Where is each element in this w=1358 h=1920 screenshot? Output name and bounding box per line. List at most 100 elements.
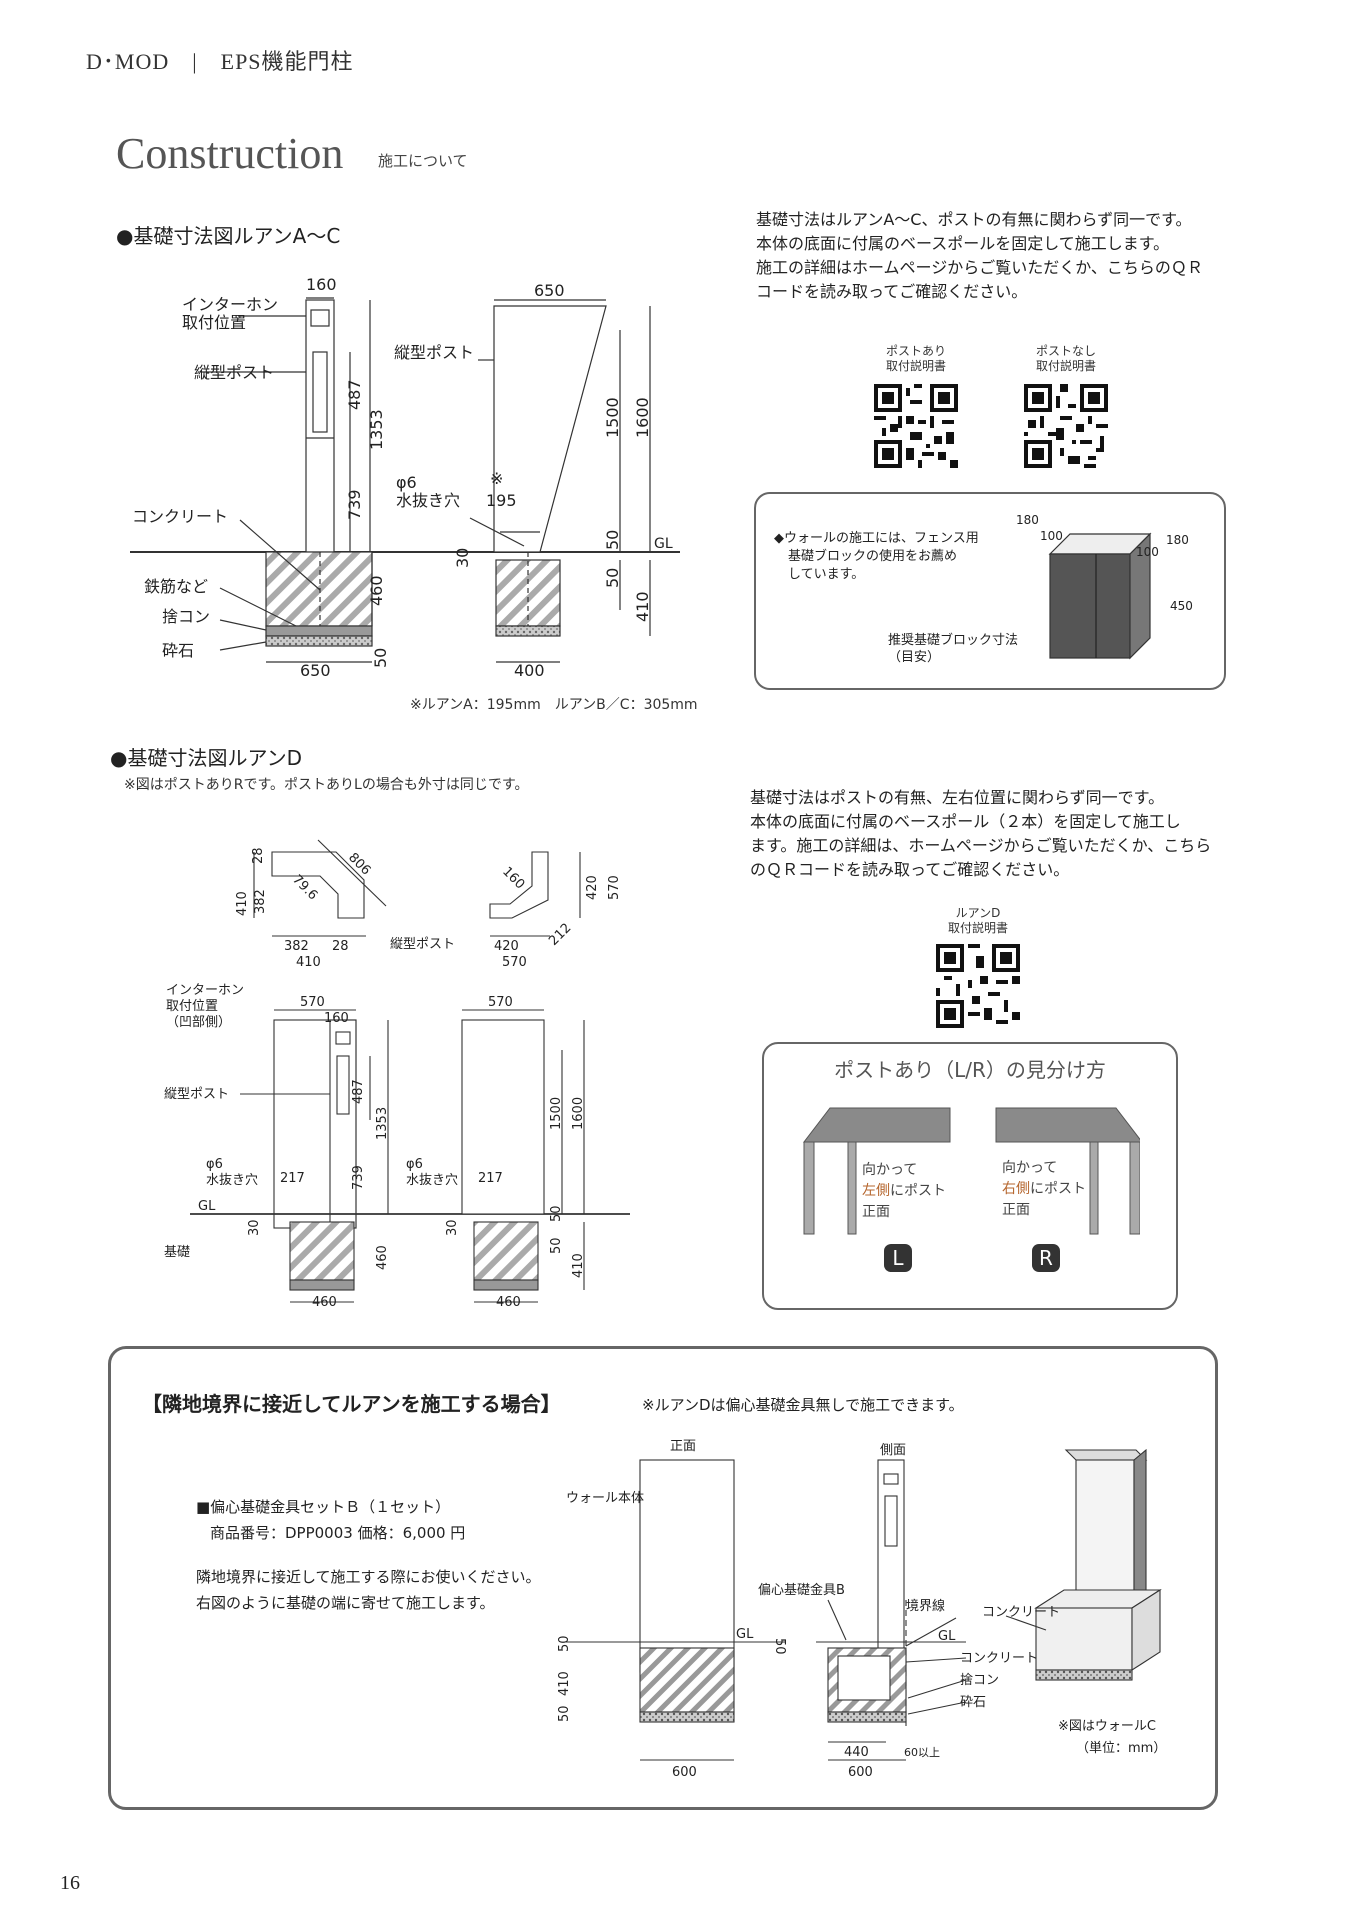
lr-diagrams [802,1107,1140,1235]
label-bracket: 偏心基礎金具B [758,1582,845,1598]
label-hole-b: 水抜き穴 [406,1172,458,1188]
dim-160: 160 [306,275,337,294]
qr-code-luand[interactable] [936,944,1020,1028]
qr-caption-line: ルアンD [955,906,1001,920]
lr-text-line: 正面 [1002,1202,1030,1218]
qr-caption-nopost: ポストなし 取付説明書 [1016,344,1116,374]
label-post: 縦型ポスト [164,1087,229,1102]
label-gravel: 砕石 [960,1695,986,1710]
dim-50c: 50 [772,1638,787,1655]
dim-570a: 570 [607,875,622,900]
page-subtitle: 施工について [378,152,468,170]
dim-212: 212 [546,921,574,949]
dim-460a: 460 [375,1245,390,1270]
lr-right-text: 向かって 右側にポスト 正面 [1002,1158,1086,1221]
note-line: しています。 [788,567,865,582]
dim-217b: 217 [478,1171,503,1186]
dim-1353: 1353 [375,1107,390,1140]
dim-180b: 180 [1166,533,1189,547]
label-boundary: 境界線 [906,1598,945,1614]
dim-570c: 570 [300,995,325,1010]
label-gl: GL [654,536,673,552]
dim-50a: 50 [549,1205,564,1222]
dim-600a: 600 [672,1765,697,1780]
dim-410: 410 [557,1671,572,1696]
dim-60: 60以上 [904,1746,940,1759]
label-hole-phi-b: φ6 [406,1157,423,1172]
dim-382b: 382 [284,939,309,954]
badge-l: L [884,1244,912,1272]
dim-739: 739 [345,489,364,520]
lr-right-side: 右側 [1002,1181,1030,1197]
lr-box [762,1042,1178,1310]
header-brand: D･MOD | EPS機能門柱 [86,49,354,74]
wall-block-box [754,492,1226,690]
label-front: 正面 [670,1439,696,1454]
section2-diagram: 806 28 410 382 79.6 382 28 410 160 420 5… [164,839,630,1310]
dim-382a: 382 [253,889,268,914]
label-mark: ※ [490,469,503,488]
desc-line: ます。施工の詳細は、ホームページからご覧いただくか、こちら [750,836,1212,855]
desc-line: 本体の底面に付属のベースポール（２本）を固定して施工し [750,812,1181,831]
label-intercom: インターホン [182,295,278,314]
dim-410: 410 [633,591,652,622]
lr-left-side: 左側 [862,1183,890,1199]
label-intercom-pos: 取付位置 [166,999,218,1014]
wall-block-caption: 推奨基礎ブロック寸法 （目安） [888,632,1018,666]
dim-1500: 1500 [549,1097,564,1130]
dim-50-left: 50 [371,648,390,668]
dim-570d: 570 [488,995,513,1010]
dim-28a: 28 [251,847,266,864]
dim-1600: 1600 [633,397,652,438]
section1-note: ※ルアンA：195mm ルアンB／C：305mm [410,697,698,713]
section2-subnote: ※図はポストありRです。ポストありLの場合も外寸は同じです。 [124,777,529,793]
caption-line: 推奨基礎ブロック寸法 [888,633,1019,648]
label-note-3d: ※図はウォールC [1058,1719,1156,1734]
dim-50b: 50 [549,1237,564,1254]
dim-195: 195 [486,491,517,510]
qr-caption-post: ポストあり 取付説明書 [866,344,966,374]
dim-1600: 1600 [571,1097,586,1130]
dim-460b: 460 [312,1295,337,1310]
dim-79-6: 79.6 [289,872,320,903]
product-number: 商品番号：DPP0003 価格：6,000 円 [210,1524,466,1542]
lr-text-line: 正面 [862,1204,890,1220]
page-number: 16 [60,1872,80,1894]
desc-line: 基礎寸法はポストの有無、左右位置に関わらず同一です。 [750,788,1165,807]
lr-box-title: ポストあり（L/R）の見分け方 [834,1058,1106,1082]
dim-487: 487 [345,379,364,410]
qr-code-nopost[interactable] [1024,384,1108,468]
dim-650-top: 650 [534,281,565,300]
dim-650-bottom: 650 [300,661,331,680]
dim-100b: 100 [1136,545,1159,559]
dim-100a: 100 [1040,529,1063,543]
label-gl-1: GL [736,1627,754,1642]
lr-left-text: 向かって 左側にポスト 正面 [862,1160,946,1223]
label-intercom-side: （凹部側） [166,1015,231,1030]
label-gravel: 砕石 [162,641,194,660]
section1-heading: ●基礎寸法図ルアンA〜C [116,224,341,248]
dim-28b: 28 [332,939,349,954]
label-wall: ウォール本体 [566,1491,644,1506]
dim-400: 400 [514,661,545,680]
wall-block-diagram: 180 100 100 180 450 [1016,513,1193,660]
dim-50b: 50 [557,1705,572,1722]
qr-caption-line: 取付説明書 [885,359,946,373]
dim-1353: 1353 [367,409,386,450]
note-line: ◆ウォールの施工には、フェンス用 [774,531,979,546]
label-concrete-3d: コンクリート [982,1605,1060,1620]
product-name: ■偏心基礎金具セットＢ（１セット） [196,1498,451,1516]
section3-heading: 【隣地境界に接近してルアンを施工する場合】 [142,1392,561,1416]
section3-note: ※ルアンDは偏心基礎金具無しで施工できます。 [642,1396,964,1414]
label-hole: 水抜き穴 [396,491,460,510]
dim-739: 739 [351,1165,366,1190]
qr-caption-luand: ルアンD 取付説明書 [928,906,1028,936]
dim-160a: 160 [499,864,527,892]
lr-text-line: 向かって [1002,1160,1058,1176]
product-body-line: 隣地境界に接近して施工する際にお使いください。 [196,1568,541,1586]
qr-code-post[interactable] [874,384,958,468]
label-unit: （単位：mm） [1076,1740,1166,1756]
label-sutecon: 捨コン [960,1672,999,1688]
dim-30: 30 [453,548,472,568]
dim-440: 440 [844,1745,869,1760]
